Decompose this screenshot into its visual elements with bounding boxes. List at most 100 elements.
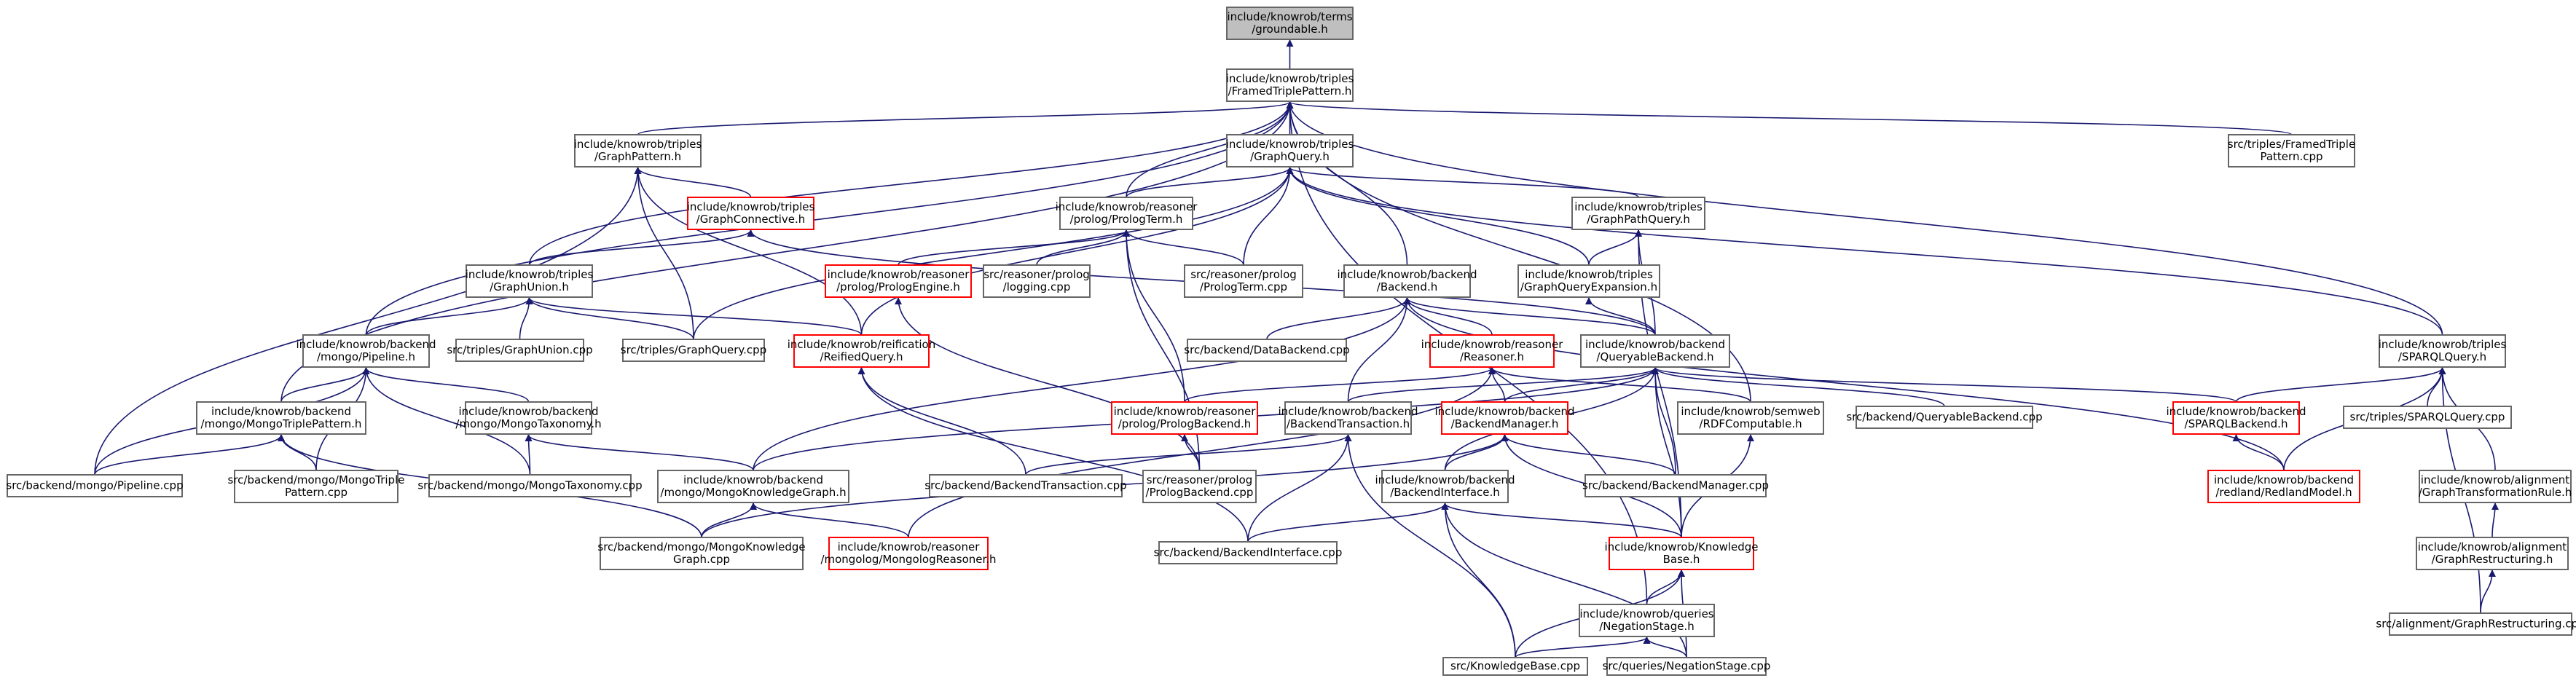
node-sparqlquerycpp[interactable]: src/triples/SPARQLQuery.cpp: [2343, 406, 2512, 429]
node-label-negstage-0: include/knowrob/queries: [1579, 607, 1713, 620]
edge-kbcpp-to-negstage: [1515, 636, 1651, 658]
node-label-graphpathquery-1: /GraphPathQuery.h: [1587, 213, 1690, 226]
node-label-mongotaxonomy-1: /mongo/MongoTaxonomy.h: [455, 417, 601, 430]
node-box-backendmgr: [1441, 401, 1568, 435]
node-box-mongolog: [828, 537, 989, 570]
node-gqexpansion[interactable]: include/knowrob/triples/GraphQueryExpans…: [1517, 264, 1660, 298]
node-backendtxcpp[interactable]: src/backend/BackendTransaction.cpp: [924, 474, 1127, 497]
node-grestruct[interactable]: include/knowrob/alignment/GraphRestructu…: [2416, 537, 2569, 570]
node-label-graphquerycpp-0: src/triples/GraphQuery.cpp: [621, 344, 766, 357]
edge-pipeline-to-graphunion: [365, 297, 533, 336]
node-backendmgrcpp[interactable]: src/backend/BackendManager.cpp: [1582, 474, 1769, 497]
node-prologterm[interactable]: include/knowrob/reasoner/prolog/PrologTe…: [1056, 197, 1198, 230]
node-label-kbcpp-0: src/KnowledgeBase.cpp: [1450, 660, 1580, 673]
node-databackendcpp[interactable]: src/backend/DataBackend.cpp: [1184, 339, 1350, 362]
node-label-redland-1: /redland/RedlandModel.h: [2215, 486, 2352, 499]
edge-prologbackend-to-reasonerh: [1184, 367, 1496, 403]
node-querybackendcpp[interactable]: src/backend/QueryableBackend.cpp: [1846, 406, 2043, 429]
edge-databackendcpp-to-backendh: [1266, 297, 1411, 340]
node-mongokgcpp[interactable]: src/backend/mongo/MongoKnowledgeGraph.cp…: [597, 537, 806, 570]
edge-backendtx-to-querybackend: [1347, 367, 1659, 403]
node-graphquery[interactable]: include/knowrob/triples/GraphQuery.h: [1226, 134, 1354, 167]
node-label-mongotaxonomy-0: include/knowrob/backend: [459, 405, 599, 418]
node-mongolog[interactable]: include/knowrob/reasoner/mongolog/Mongol…: [820, 537, 997, 570]
node-kbh[interactable]: include/knowrob/KnowledgeBase.h: [1604, 537, 1759, 570]
node-redland[interactable]: include/knowrob/backend/redland/RedlandM…: [2207, 470, 2360, 503]
node-rdfcomputable[interactable]: include/knowrob/semweb/RDFComputable.h: [1677, 401, 1824, 435]
edge-prologengine-to-prologterm: [898, 229, 1130, 266]
edge-mongotriple-to-framed: [280, 101, 1294, 403]
node-framed[interactable]: include/knowrob/triples/FramedTriplePatt…: [1226, 68, 1354, 102]
node-mongotriplecpp[interactable]: src/backend/mongo/MongoTriplePattern.cpp: [228, 470, 405, 503]
node-box-backendtx: [1284, 401, 1412, 435]
node-kbcpp[interactable]: src/KnowledgeBase.cpp: [1442, 657, 1588, 676]
node-framedcpp[interactable]: src/triples/FramedTriplePattern.cpp: [2228, 134, 2355, 167]
node-negstage[interactable]: include/knowrob/queries/NegationStage.h: [1579, 604, 1715, 637]
edge-negstage-to-kbh: [1646, 569, 1685, 605]
node-box-prologtermcpp: [1184, 264, 1303, 298]
node-graphquerycpp[interactable]: src/triples/GraphQuery.cpp: [621, 339, 766, 362]
node-graphpathquery[interactable]: include/knowrob/triples/GraphPathQuery.h: [1571, 197, 1705, 230]
node-layer: include/knowrob/terms/groundable.h includ…: [6, 7, 2576, 676]
node-mongotaxonomy[interactable]: include/knowrob/backend/mongo/MongoTaxon…: [455, 401, 602, 435]
node-negstagecpp[interactable]: src/queries/NegationStage.cpp: [1603, 657, 1771, 676]
node-box-loggingcpp: [983, 264, 1091, 298]
node-querybackend[interactable]: include/knowrob/backend/QueryableBackend…: [1580, 334, 1730, 368]
node-box-graphpattern: [574, 134, 702, 167]
node-label-prologterm-0: include/knowrob/reasoner: [1056, 200, 1198, 213]
node-loggingcpp[interactable]: src/reasoner/prolog/logging.cpp: [983, 264, 1091, 298]
node-prologbackend[interactable]: include/knowrob/reasoner/prolog/PrologBa…: [1111, 401, 1258, 435]
node-label-mongolog-1: /mongolog/MongologReasoner.h: [820, 553, 996, 566]
node-label-sparqlquery-1: /SPARQLQuery.h: [2398, 350, 2486, 363]
node-mongotaxonomycpp[interactable]: src/backend/mongo/MongoTaxonomy.cpp: [417, 474, 643, 497]
node-backendtx[interactable]: include/knowrob/backend/BackendTransacti…: [1279, 401, 1418, 435]
edge-mongotriple-to-pipeline: [280, 367, 370, 403]
node-backendh[interactable]: include/knowrob/backend/Backend.h: [1338, 264, 1477, 298]
node-box-graphquerycpp: [622, 339, 765, 362]
node-graphunioncpp[interactable]: src/triples/GraphUnion.cpp: [447, 339, 593, 362]
node-sparqlquery[interactable]: include/knowrob/triples/SPARQLQuery.h: [2379, 334, 2507, 368]
node-box-kbh: [1609, 537, 1754, 570]
node-label-reasonerh-1: /Reasoner.h: [1460, 350, 1524, 363]
node-label-framedcpp-1: Pattern.cpp: [2260, 150, 2322, 163]
node-prologtermcpp[interactable]: src/reasoner/prolog/PrologTerm.cpp: [1184, 264, 1303, 298]
node-sparqlbackend[interactable]: include/knowrob/backend/SPARQLBackend.h: [2167, 401, 2306, 435]
node-pipeline[interactable]: include/knowrob/backend/mongo/Pipeline.h: [297, 334, 436, 368]
node-label-gqexpansion-0: include/knowrob/triples: [1525, 268, 1653, 281]
edge-graphquerycpp-to-graphunion: [525, 297, 694, 340]
node-label-mongotriplecpp-0: src/backend/mongo/MongoTriple: [228, 473, 405, 486]
node-reasonerh[interactable]: include/knowrob/reasoner/Reasoner.h: [1421, 334, 1564, 368]
node-box-backendh: [1343, 264, 1471, 298]
node-box-reasonerh: [1429, 334, 1555, 368]
node-box-mongokg: [657, 470, 849, 503]
node-mongotriple[interactable]: include/knowrob/backend/mongo/MongoTripl…: [196, 401, 366, 435]
edge-reifiedquery-to-graphunion: [525, 297, 863, 336]
node-graphunion[interactable]: include/knowrob/triples/GraphUnion.h: [466, 264, 594, 298]
node-prologengine[interactable]: include/knowrob/reasoner/prolog/PrologEn…: [825, 264, 972, 298]
node-label-reifiedquery-1: /ReifiedQuery.h: [820, 350, 903, 363]
node-box-negstagecpp: [1606, 657, 1767, 676]
node-reifiedquery[interactable]: include/knowrob/reification/ReifiedQuery…: [788, 334, 935, 368]
node-label-rdfcomputable-1: /RDFComputable.h: [1699, 417, 1802, 430]
node-label-mongotriplecpp-1: Pattern.cpp: [285, 486, 347, 499]
node-grestructcpp[interactable]: src/alignment/GraphRestructuring.cpp: [2376, 612, 2576, 636]
node-label-backendtxcpp-0: src/backend/BackendTransaction.cpp: [924, 479, 1126, 492]
node-pipelinecpp[interactable]: src/backend/mongo/Pipeline.cpp: [6, 474, 184, 497]
node-label-graphconnective-1: /GraphConnective.h: [696, 213, 806, 226]
edge-sparqlbackend-to-sparqlquery: [2235, 367, 2446, 403]
node-graphpattern[interactable]: include/knowrob/triples/GraphPattern.h: [574, 134, 702, 167]
node-groundable[interactable]: include/knowrob/terms/groundable.h: [1226, 7, 1354, 40]
node-prologbackendcpp[interactable]: src/reasoner/prolog/PrologBackend.cpp: [1142, 470, 1257, 503]
node-backendiface[interactable]: include/knowrob/backend/BackendInterface…: [1375, 470, 1515, 503]
edge-rdfcomputable-to-reasonerh: [1488, 367, 1751, 403]
edge-prologterm-to-graphquery: [1126, 167, 1294, 198]
node-gtransrule[interactable]: include/knowrob/alignment/GraphTransform…: [2419, 470, 2572, 503]
edge-sparqlquery-to-framed: [1286, 101, 2443, 336]
node-box-backendiface: [1381, 470, 1509, 503]
node-backendmgr[interactable]: include/knowrob/backend/BackendManager.h: [1435, 401, 1575, 435]
node-mongokg[interactable]: include/knowrob/backend/mongo/MongoKnowl…: [657, 470, 849, 503]
node-label-backendiface-0: include/knowrob/backend: [1375, 473, 1515, 486]
node-graphconnective[interactable]: include/knowrob/triples/GraphConnective.…: [687, 197, 815, 230]
node-backendifacecpp[interactable]: src/backend/BackendInterface.cpp: [1154, 541, 1343, 564]
